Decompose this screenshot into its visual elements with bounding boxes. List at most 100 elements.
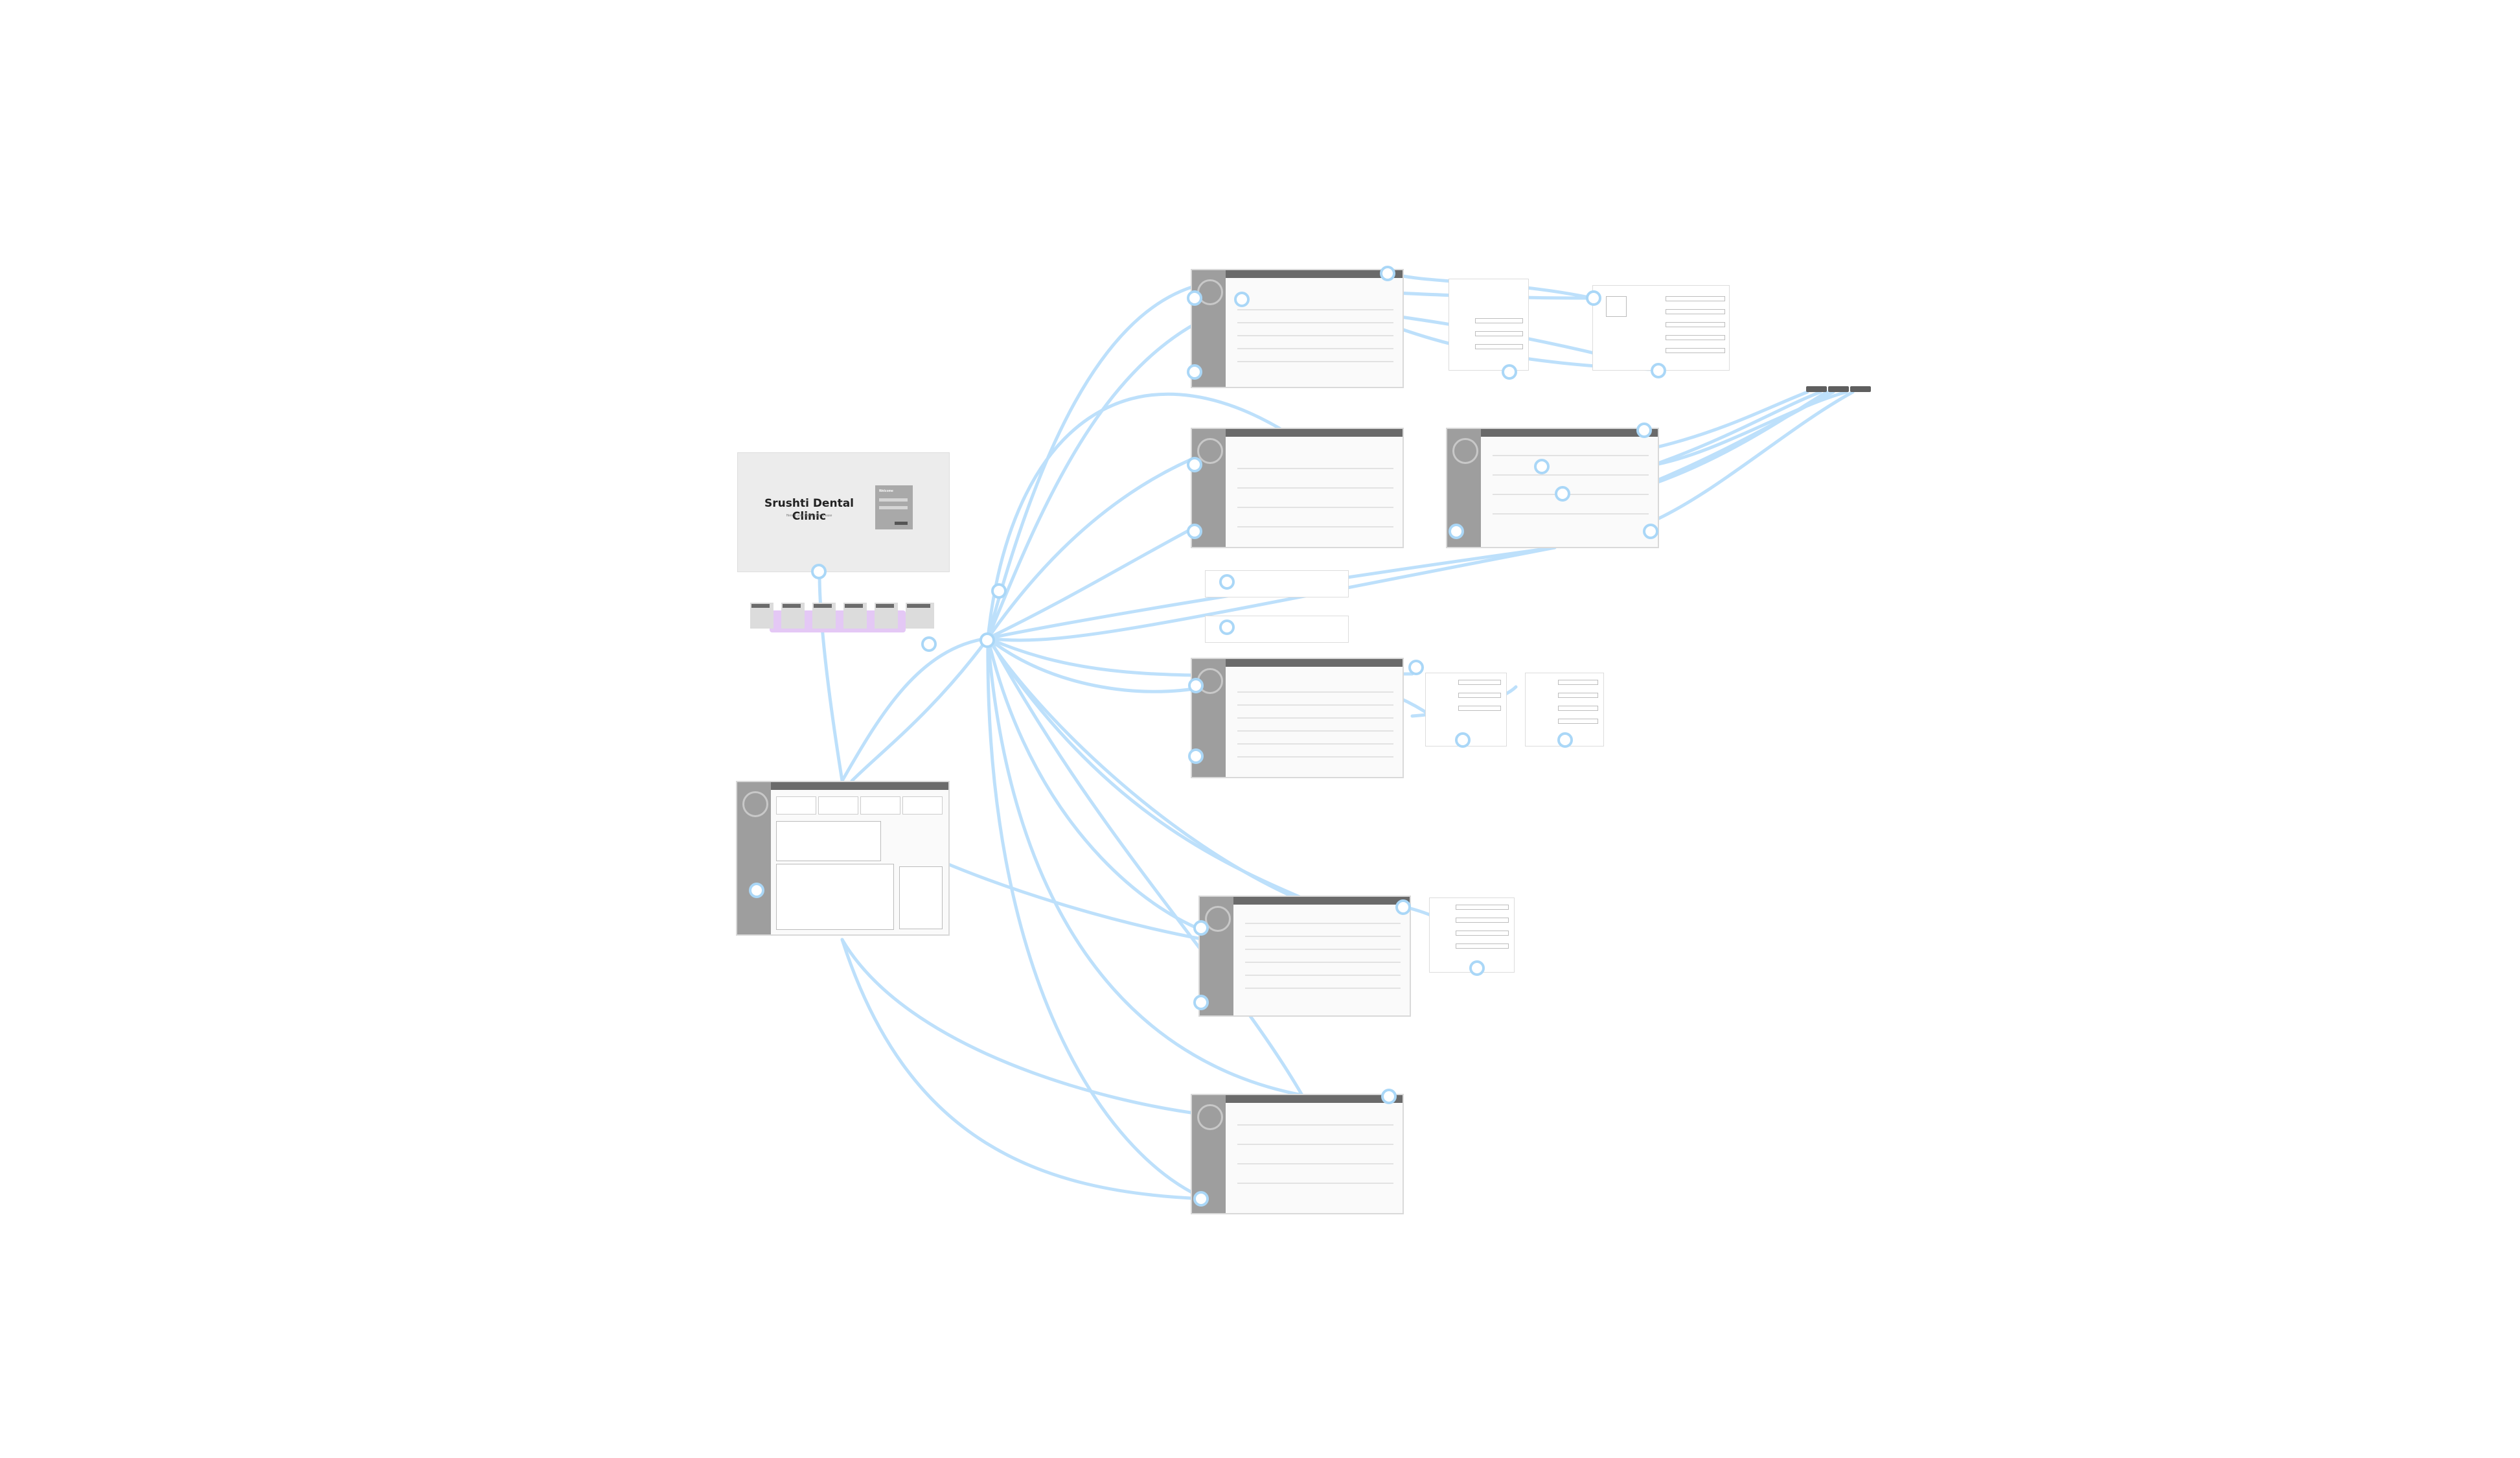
calendar-row[interactable] bbox=[1237, 1124, 1393, 1126]
treatments-frame[interactable] bbox=[1191, 658, 1404, 778]
table-row[interactable] bbox=[1493, 513, 1649, 515]
connector-handle[interactable] bbox=[1502, 364, 1517, 380]
form-field[interactable] bbox=[1458, 680, 1501, 685]
table-row[interactable] bbox=[1493, 474, 1649, 476]
connector-handle[interactable] bbox=[1187, 524, 1202, 539]
calendar-row[interactable] bbox=[1237, 1144, 1393, 1145]
patient-detail-form[interactable] bbox=[1449, 279, 1529, 371]
connector-handle[interactable] bbox=[1643, 524, 1658, 539]
form-field[interactable] bbox=[1475, 344, 1523, 349]
form-field[interactable] bbox=[1558, 680, 1598, 685]
connector-handle[interactable] bbox=[1449, 524, 1464, 539]
form-field[interactable] bbox=[1666, 296, 1725, 301]
connector-handle[interactable] bbox=[979, 632, 995, 648]
table-row[interactable] bbox=[1245, 988, 1401, 989]
form-field[interactable] bbox=[1666, 322, 1725, 327]
connector-handle[interactable] bbox=[1219, 619, 1235, 635]
connector-handle[interactable] bbox=[1193, 920, 1209, 936]
palette-item[interactable] bbox=[783, 604, 801, 608]
table-row[interactable] bbox=[1493, 455, 1649, 456]
form-field[interactable] bbox=[1475, 318, 1523, 323]
table-row[interactable] bbox=[1237, 309, 1393, 310]
connector-handle[interactable] bbox=[1381, 1089, 1397, 1104]
table-row[interactable] bbox=[1237, 743, 1393, 745]
schedule-frame[interactable] bbox=[1446, 428, 1659, 548]
connector-handle[interactable] bbox=[1188, 748, 1204, 764]
form-field[interactable] bbox=[1558, 693, 1598, 698]
connector-handle[interactable] bbox=[921, 636, 937, 652]
connector-handle[interactable] bbox=[1455, 732, 1471, 748]
table-row[interactable] bbox=[1245, 936, 1401, 937]
table-row[interactable] bbox=[1245, 975, 1401, 976]
connector-handle[interactable] bbox=[1651, 363, 1666, 378]
table-row[interactable] bbox=[1493, 494, 1649, 495]
form-field[interactable] bbox=[1456, 943, 1509, 949]
connector-handle[interactable] bbox=[1193, 1191, 1209, 1207]
table-row[interactable] bbox=[1245, 923, 1401, 924]
component-palette[interactable] bbox=[750, 603, 938, 643]
form-field[interactable] bbox=[1558, 706, 1598, 711]
palette-item[interactable] bbox=[751, 604, 770, 608]
form-field[interactable] bbox=[1475, 331, 1523, 336]
connector-handle[interactable] bbox=[1557, 732, 1573, 748]
connector-handle[interactable] bbox=[1408, 660, 1424, 675]
calendar-row[interactable] bbox=[1237, 1163, 1393, 1164]
patients-list-frame[interactable] bbox=[1191, 269, 1404, 388]
form-field[interactable] bbox=[1666, 309, 1725, 314]
connector-handle[interactable] bbox=[1234, 292, 1250, 307]
connector-handle[interactable] bbox=[1219, 574, 1235, 590]
table-row[interactable] bbox=[1237, 335, 1393, 336]
table-row[interactable] bbox=[1237, 730, 1393, 732]
form-field[interactable] bbox=[1458, 706, 1501, 711]
palette-item[interactable] bbox=[814, 604, 832, 608]
patient-edit-form[interactable] bbox=[1592, 285, 1730, 371]
connector-handle[interactable] bbox=[1187, 290, 1202, 306]
form-field[interactable] bbox=[1558, 719, 1598, 724]
table-row[interactable] bbox=[1237, 361, 1393, 362]
form-field[interactable] bbox=[1666, 348, 1725, 353]
table-row[interactable] bbox=[1237, 704, 1393, 706]
palette-item[interactable] bbox=[845, 604, 863, 608]
toolbar-chip[interactable] bbox=[1850, 386, 1871, 392]
table-row[interactable] bbox=[1237, 507, 1393, 508]
connector-handle[interactable] bbox=[1555, 486, 1570, 502]
connector-handle[interactable] bbox=[1193, 995, 1209, 1010]
connector-handle[interactable] bbox=[1187, 457, 1202, 472]
form-field[interactable] bbox=[1458, 693, 1501, 698]
login-screen-frame[interactable]: Srushti Dental Clinic Here is your denta… bbox=[737, 452, 950, 572]
toolbar-chip[interactable] bbox=[1828, 386, 1849, 392]
connector-handle[interactable] bbox=[811, 564, 827, 579]
table-row[interactable] bbox=[1237, 756, 1393, 758]
appointments-frame[interactable] bbox=[1191, 428, 1404, 548]
connector-handle[interactable] bbox=[991, 583, 1007, 599]
username-field[interactable] bbox=[879, 498, 908, 502]
form-field[interactable] bbox=[1456, 905, 1509, 910]
connector-handle[interactable] bbox=[1469, 960, 1485, 976]
calendar-frame[interactable] bbox=[1191, 1094, 1404, 1214]
table-row[interactable] bbox=[1237, 487, 1393, 489]
form-field[interactable] bbox=[1456, 931, 1509, 936]
connector-handle[interactable] bbox=[1395, 899, 1411, 915]
table-row[interactable] bbox=[1237, 322, 1393, 323]
calendar-row[interactable] bbox=[1237, 1183, 1393, 1184]
table-row[interactable] bbox=[1237, 526, 1393, 527]
connector-handle[interactable] bbox=[1187, 364, 1202, 380]
table-row[interactable] bbox=[1245, 962, 1401, 963]
palette-item[interactable] bbox=[876, 604, 894, 608]
table-row[interactable] bbox=[1237, 691, 1393, 693]
table-row[interactable] bbox=[1237, 717, 1393, 719]
billing-form[interactable] bbox=[1429, 897, 1515, 973]
connector-handle[interactable] bbox=[1380, 266, 1395, 281]
connector-handle[interactable] bbox=[1188, 678, 1204, 693]
table-row[interactable] bbox=[1245, 949, 1401, 950]
form-field[interactable] bbox=[1666, 335, 1725, 340]
table-row[interactable] bbox=[1237, 468, 1393, 469]
login-button[interactable] bbox=[895, 522, 908, 525]
connector-handle[interactable] bbox=[1636, 422, 1652, 438]
connector-handle[interactable] bbox=[749, 883, 764, 898]
connector-handle[interactable] bbox=[1586, 290, 1601, 306]
password-field[interactable] bbox=[879, 506, 908, 509]
form-field[interactable] bbox=[1456, 918, 1509, 923]
palette-item[interactable] bbox=[907, 604, 930, 608]
